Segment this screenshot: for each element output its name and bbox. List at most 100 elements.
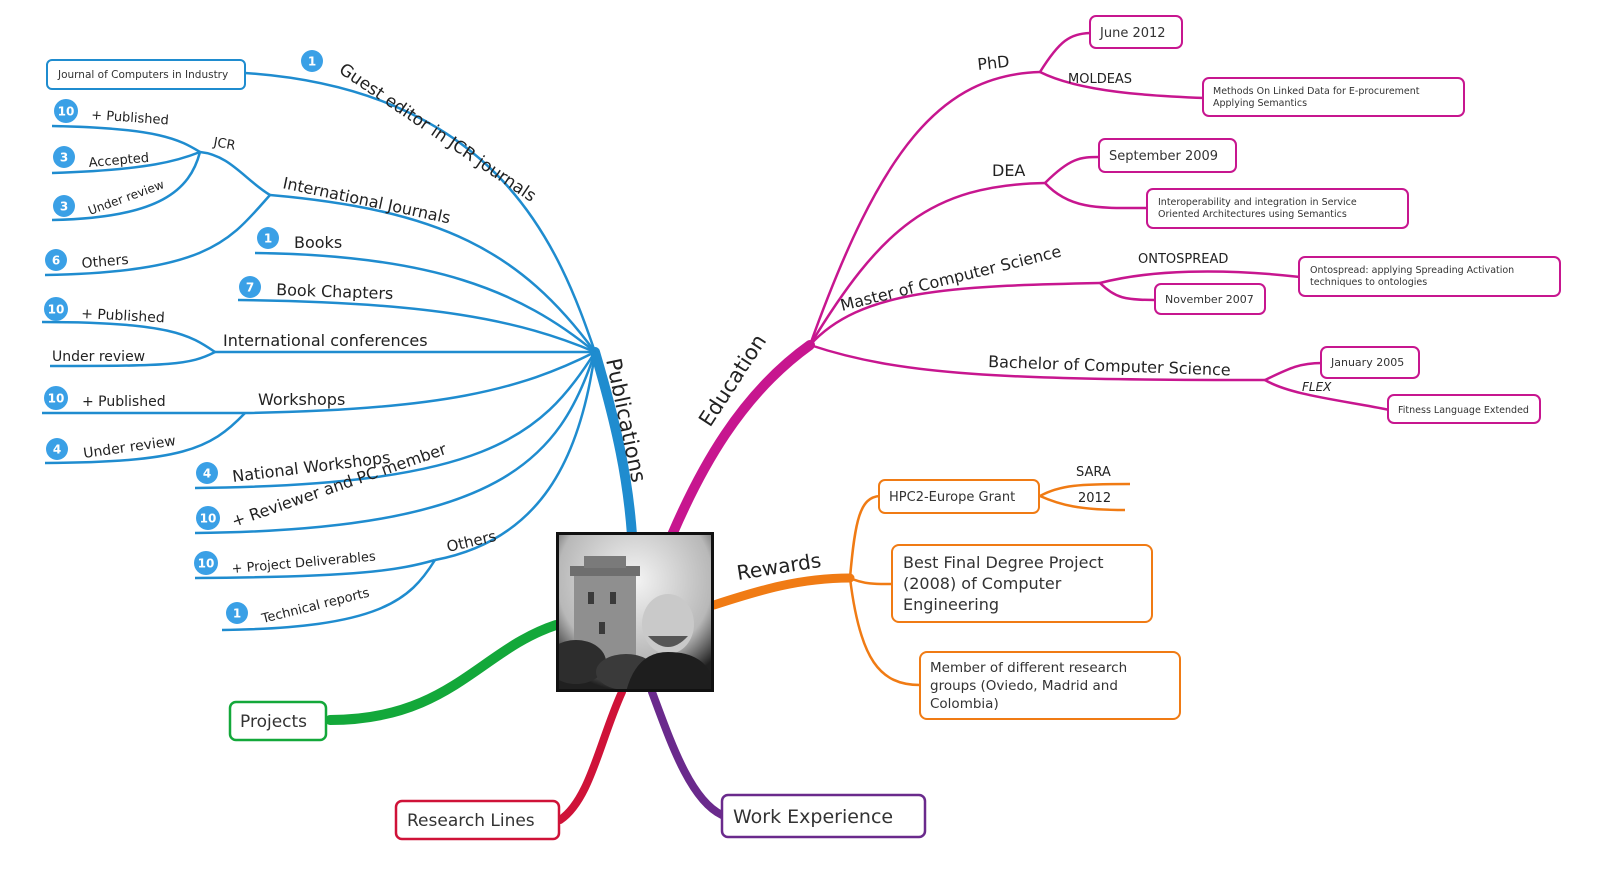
dea-desc-2: Oriented Architectures using Semantics (1158, 209, 1347, 220)
dea-date-branch (1044, 155, 1101, 184)
best-project-branch (849, 576, 894, 586)
phd-date-text: June 2012 (1099, 26, 1166, 41)
conf-published-badge: 10 (44, 297, 68, 321)
svg-text:10: 10 (200, 512, 217, 526)
journals-others-label: Others (81, 252, 129, 272)
workshops-review-badge: 4 (46, 438, 68, 460)
grant-year-label: 2012 (1078, 491, 1111, 506)
national-workshops-branch (194, 351, 597, 490)
phd-project-branch (1039, 70, 1206, 100)
ontospread-box[interactable] (1298, 256, 1561, 297)
guest-editor-branch (244, 71, 597, 353)
svg-text:10: 10 (48, 303, 65, 317)
books-label: Books (294, 233, 342, 252)
work-experience-box[interactable] (720, 793, 927, 839)
jcr-published-badge: 10 (54, 99, 78, 123)
dea-branch (808, 181, 1046, 346)
others-deliverables-branch (194, 558, 436, 580)
dea-desc-1: Interoperability and integration in Serv… (1158, 197, 1357, 208)
phd-branch (808, 70, 1041, 346)
grant-box[interactable] (878, 479, 1040, 514)
dea-date-text: September 2009 (1109, 149, 1218, 164)
member-branch (848, 577, 921, 687)
work-main-branch (648, 688, 726, 819)
book-chapters-badge: 7 (239, 276, 261, 298)
sara-label: SARA (1076, 465, 1111, 480)
svg-text:3: 3 (60, 200, 68, 214)
books-branch (254, 251, 596, 353)
bachelor-date-box[interactable] (1320, 346, 1420, 379)
best-project-box[interactable] (891, 544, 1153, 623)
work-experience-label: Work Experience (733, 806, 893, 828)
best-project-line-2: (2008) of Computer (903, 574, 1062, 593)
svg-text:10: 10 (58, 105, 75, 119)
year-branch (1039, 494, 1126, 512)
sara-branch (1039, 482, 1131, 498)
profile-photo[interactable] (556, 532, 714, 692)
svg-text:1: 1 (233, 607, 241, 621)
flex-box[interactable] (1387, 394, 1541, 424)
reviewer-branch (194, 351, 597, 535)
moldeas-desc-1: Methods On Linked Data for E-procurement (1213, 86, 1420, 97)
dea-label: DEA (992, 161, 1025, 180)
ontospread-label: ONTOSPREAD (1138, 252, 1228, 267)
jcr-accepted-branch (51, 150, 201, 175)
ontospread-desc-1: Ontospread: applying Spreading Activatio… (1310, 265, 1514, 276)
reviewer-badge: 10 (196, 506, 220, 530)
projects-main-branch (325, 620, 561, 725)
phd-date-branch (1038, 31, 1091, 73)
research-lines-box[interactable] (394, 799, 561, 841)
projects-label: Projects (240, 712, 307, 732)
grant-branch (848, 494, 881, 579)
dea-date-box[interactable] (1098, 138, 1237, 173)
research-main-branch (556, 688, 626, 824)
intl-journals-branch (269, 193, 597, 353)
workshops-branch (244, 350, 596, 415)
workshops-review-branch (44, 412, 246, 465)
jcr-accepted-label: Accepted (88, 151, 150, 171)
svg-text:10: 10 (198, 557, 215, 571)
master-date-box[interactable] (1154, 283, 1266, 315)
member-line-1: Member of different research (930, 660, 1127, 676)
conf-published-branch (41, 320, 216, 354)
bachelor-branch (809, 343, 1266, 382)
svg-text:1: 1 (308, 55, 316, 69)
svg-text:3: 3 (60, 151, 68, 165)
workshops-published-badge: 10 (44, 386, 68, 410)
master-date-text: November 2007 (1165, 293, 1254, 306)
rewards-main-branch (709, 573, 855, 610)
book-chapters-label: Book Chapters (276, 280, 394, 303)
others-branch (434, 351, 597, 562)
jcr-published-branch (51, 124, 201, 154)
master-project-branch (1099, 270, 1301, 285)
education-main-branch (667, 340, 815, 540)
others-reports-branch (221, 559, 437, 632)
reports-badge: 1 (226, 602, 248, 624)
jcr-published-label: + Published (91, 108, 169, 128)
projects-box[interactable] (228, 700, 328, 742)
svg-text:1: 1 (264, 232, 272, 246)
member-line-2: groups (Oviedo, Madrid and (930, 678, 1118, 694)
others-label: Others (445, 527, 498, 556)
bachelor-date-branch (1264, 361, 1323, 382)
best-project-line-1: Best Final Degree Project (903, 553, 1104, 572)
jcr-review-branch (51, 151, 202, 222)
flex-desc: Fitness Language Extended (1398, 405, 1529, 416)
jcr-label: JCR (211, 135, 236, 154)
member-box[interactable] (919, 651, 1181, 720)
journal-box[interactable] (46, 59, 246, 90)
phd-date-box[interactable] (1089, 15, 1183, 49)
workshops-review-label: Under review (82, 433, 176, 462)
workshops-published-label: + Published (82, 394, 166, 410)
moldeas-label: MOLDEAS (1068, 72, 1132, 87)
dea-desc-branch (1044, 182, 1149, 210)
svg-text:4: 4 (203, 467, 211, 481)
grant-text: HPC2-Europe Grant (889, 490, 1015, 505)
intl-journals-label: International Journals (281, 173, 452, 227)
master-date-branch (1099, 282, 1156, 302)
dea-desc-box[interactable] (1146, 188, 1409, 229)
moldeas-desc-2: Applying Semantics (1213, 98, 1307, 109)
moldeas-box[interactable] (1202, 77, 1465, 117)
journals-others-branch (44, 194, 271, 277)
